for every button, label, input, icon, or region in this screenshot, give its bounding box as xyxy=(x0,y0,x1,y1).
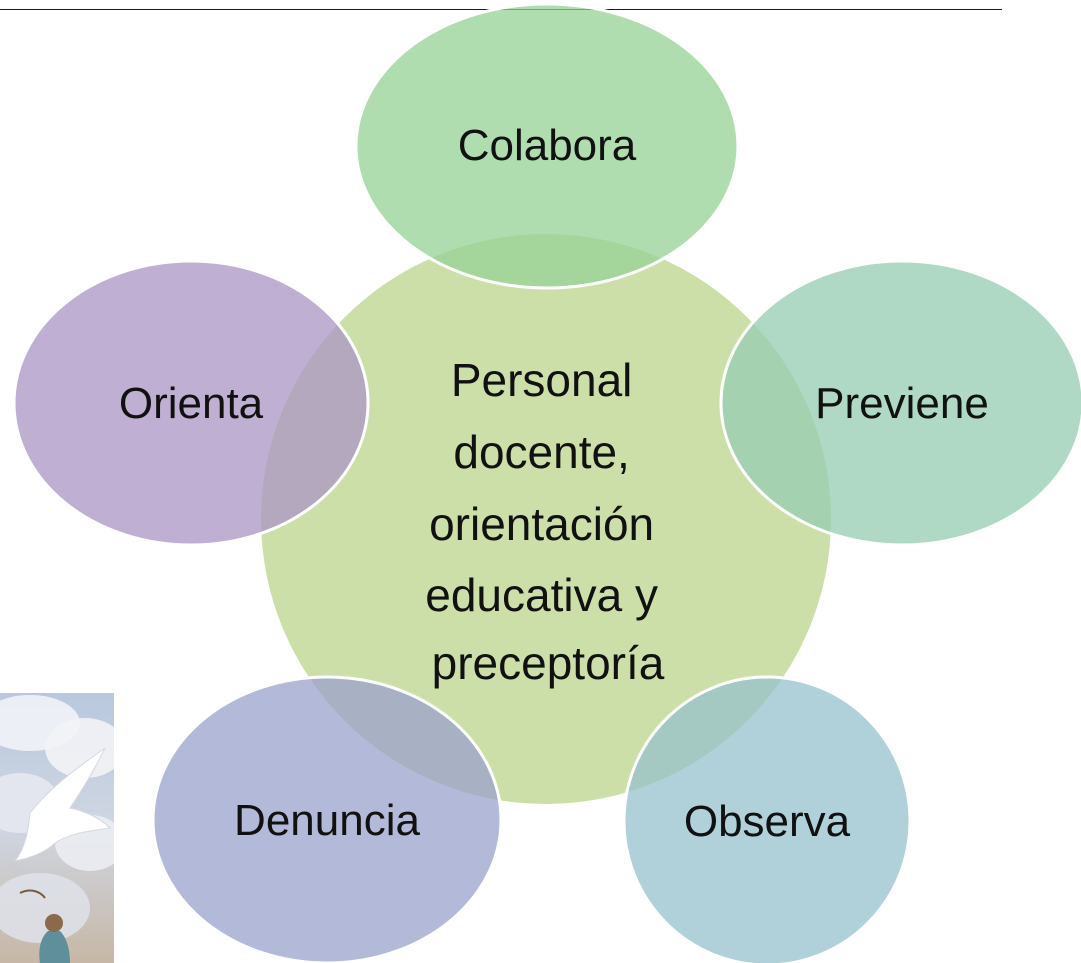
node-observa-label: Observa xyxy=(684,797,851,846)
center-label-line-5: preceptoría xyxy=(432,637,665,689)
node-previene-circle xyxy=(719,259,1081,547)
center-label-line-2: docente, xyxy=(453,426,629,478)
node-colabora-label: Colabora xyxy=(458,121,637,170)
dove-photo-art xyxy=(0,693,114,963)
center-label: Personal docente, orientación educativa … xyxy=(425,354,670,689)
center-label-line-1: Personal xyxy=(451,354,633,406)
center-label-line-3: orientación xyxy=(429,498,654,550)
node-orienta: Orienta xyxy=(12,259,370,547)
node-denuncia-circle xyxy=(151,675,503,963)
node-previene-label: Previene xyxy=(815,379,989,428)
node-previene: Previene xyxy=(719,259,1081,547)
node-denuncia-label: Denuncia xyxy=(234,796,420,845)
dove-photo xyxy=(0,693,114,963)
node-colabora-circle xyxy=(354,2,740,290)
center-label-line-4: educativa y xyxy=(425,569,658,621)
node-observa-circle xyxy=(622,675,912,963)
node-observa: Observa xyxy=(622,675,912,963)
node-orienta-circle xyxy=(12,259,370,547)
node-colabora: Colabora xyxy=(354,2,740,290)
center-circle xyxy=(261,234,831,804)
node-orienta-label: Orienta xyxy=(119,379,264,428)
node-denuncia: Denuncia xyxy=(151,675,503,963)
